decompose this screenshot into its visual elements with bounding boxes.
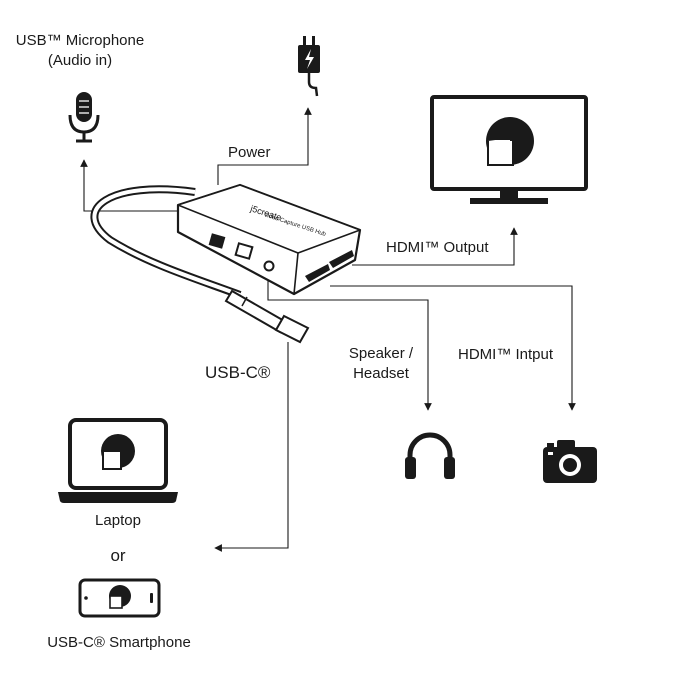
monitor-icon <box>430 95 588 204</box>
hdmi-output-label: HDMI™ Output <box>386 239 489 256</box>
hdmi-input-line <box>330 285 576 411</box>
headphones-icon <box>405 432 455 479</box>
hub-audio-jack <box>263 260 275 272</box>
usb-c-plug <box>224 289 310 344</box>
laptop-label: Laptop <box>95 512 141 529</box>
hub-hdmi-port-1 <box>305 264 330 282</box>
mic-line <box>80 159 210 212</box>
mic-label-line1: USB™ Microphone <box>15 32 145 49</box>
hub-usb-port-1 <box>208 233 226 249</box>
hub-hdmi-port-2 <box>329 250 354 268</box>
laptop-icon <box>58 418 178 503</box>
power-plug-icon <box>298 36 320 97</box>
microphone-icon <box>68 92 100 143</box>
usb-c-label: USB-C® <box>205 363 271 382</box>
smartphone-label: USB-C® Smartphone <box>47 634 191 651</box>
hdmi-output-line <box>352 227 518 266</box>
or-label: or <box>110 546 126 565</box>
speaker-label-line2: Headset <box>353 365 409 382</box>
power-line <box>217 107 312 185</box>
hdmi-input-label: HDMI™ Intput <box>458 346 554 363</box>
speaker-label: Speaker / Headset <box>338 344 424 384</box>
hub-device <box>90 183 362 344</box>
power-label: Power <box>228 144 271 161</box>
camera-icon <box>543 440 597 483</box>
speaker-line <box>267 278 432 411</box>
mic-label: USB™ Microphone (Audio in) <box>10 31 150 71</box>
hub-usb-port-2 <box>234 242 254 260</box>
smartphone-icon <box>78 578 161 618</box>
connection-lines <box>80 107 576 552</box>
usbc-line <box>214 342 289 552</box>
mic-label-line2: (Audio in) <box>47 52 113 69</box>
speaker-label-line1: Speaker / <box>348 345 414 362</box>
